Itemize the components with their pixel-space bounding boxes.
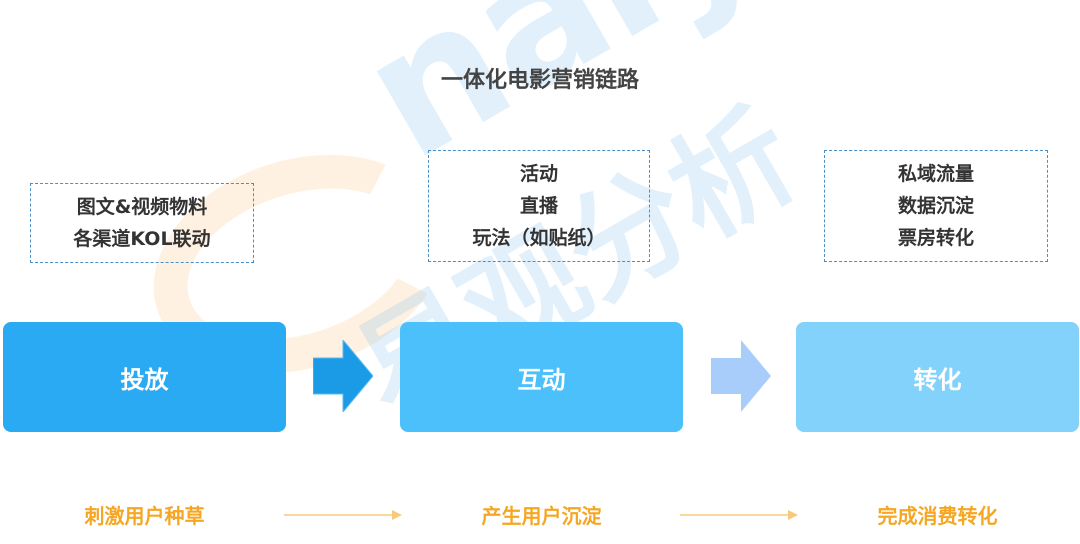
stage-box-placement: 投放 <box>3 322 286 432</box>
note-line: 图文&视频物料 <box>76 196 208 218</box>
note-line: 票房转化 <box>897 227 974 249</box>
thin-arrow-right-icon <box>284 510 402 520</box>
stage-box-conversion: 转化 <box>796 322 1079 432</box>
stage-label: 投放 <box>120 365 169 394</box>
stage-box-interaction: 互动 <box>400 322 683 432</box>
note-line: 玩法（如贴纸） <box>472 227 606 249</box>
note-line: 数据沉淀 <box>897 195 974 217</box>
stage-2-notes: 活动 直播 玩法（如贴纸） <box>428 150 650 262</box>
stage-label: 转化 <box>913 365 962 394</box>
outcome-label: 刺激用户种草 <box>84 504 205 528</box>
arrow-right-icon <box>711 340 771 412</box>
arrow-right-icon <box>313 340 373 412</box>
outcome-label: 产生用户沉淀 <box>481 504 602 528</box>
note-line: 直播 <box>519 195 558 217</box>
stage-3-notes: 私域流量 数据沉淀 票房转化 <box>824 150 1048 262</box>
note-line: 私域流量 <box>897 163 974 185</box>
diagram-title: 一体化电影营销链路 <box>440 68 639 93</box>
stage-label: 互动 <box>517 365 566 394</box>
outcome-label: 完成消费转化 <box>877 504 998 528</box>
thin-arrow-right-icon <box>680 510 798 520</box>
stage-1-notes: 图文&视频物料 各渠道KOL联动 <box>30 183 254 263</box>
note-line: 各渠道KOL联动 <box>73 228 211 250</box>
note-line: 活动 <box>519 163 558 185</box>
